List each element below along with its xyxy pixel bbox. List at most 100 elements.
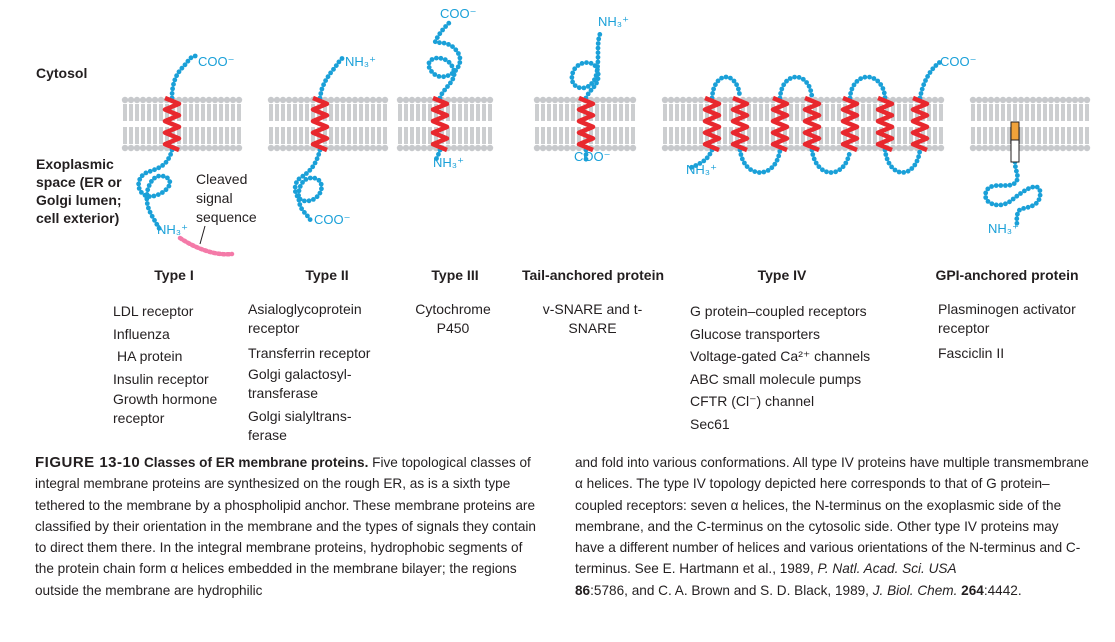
type2-n-terminus: NH₃⁺ — [345, 54, 376, 69]
example-item: Transferrin receptor — [248, 345, 371, 361]
residue-bead — [321, 82, 326, 88]
residue-bead — [318, 181, 324, 187]
lipid-head — [1083, 144, 1091, 152]
lipid-head — [363, 96, 371, 104]
lipid-head — [205, 96, 213, 104]
lipid-head — [721, 96, 729, 104]
example-item: Voltage-gated Ca²⁺ channels — [690, 348, 871, 364]
residue-bead — [916, 154, 921, 160]
residue-bead — [317, 190, 323, 196]
type-title: Type I — [154, 267, 194, 283]
residue-bead — [880, 86, 886, 91]
lipid-head — [1071, 96, 1079, 104]
residue-bead — [765, 168, 771, 173]
lipid-head — [1023, 96, 1031, 104]
residue-bead — [769, 165, 775, 171]
residue-bead — [165, 175, 170, 181]
residue-bead — [446, 42, 451, 47]
lipid-head — [1059, 144, 1067, 152]
alpha-helix — [802, 95, 822, 153]
lipid-head — [217, 96, 225, 104]
lipid-head — [1011, 96, 1019, 104]
residue-bead — [867, 74, 872, 80]
residue-bead — [595, 59, 601, 65]
residue-bead — [312, 160, 318, 166]
membrane-bilayer — [969, 96, 1091, 152]
residue-bead — [579, 61, 585, 66]
lipid-head — [297, 144, 305, 152]
residue-bead — [933, 63, 939, 68]
figure-caption-left: FIGURE 13-10 Classes of ER membrane prot… — [35, 452, 540, 601]
residue-bead — [918, 91, 924, 96]
residue-bead — [163, 159, 169, 165]
lipid-head — [895, 96, 903, 104]
lipid-head — [279, 144, 287, 152]
residue-bead — [588, 60, 594, 66]
residue-bead — [840, 164, 846, 170]
residue-bead — [168, 152, 174, 157]
residue-bead — [160, 163, 166, 168]
lipid-head — [456, 96, 464, 104]
lipid-head — [327, 144, 335, 152]
residue-bead — [800, 76, 806, 82]
lipid-head — [727, 96, 735, 104]
residue-bead — [752, 169, 758, 175]
lipid-head — [157, 96, 165, 104]
lipid-head — [987, 144, 995, 152]
lipid-head — [757, 96, 765, 104]
lipid-head — [456, 144, 464, 152]
type1-examples: LDL receptor Influenza HA protein Insuli… — [113, 300, 238, 428]
residue-bead — [160, 190, 165, 195]
residue-bead — [182, 62, 188, 68]
lipid-head — [569, 96, 577, 104]
residue-bead — [595, 54, 601, 60]
residue-bead — [432, 39, 438, 45]
residue-bead — [426, 65, 432, 70]
residue-bead — [701, 158, 707, 164]
lipid-head — [539, 96, 547, 104]
residue-bead — [930, 66, 936, 72]
lipid-head — [1029, 96, 1037, 104]
lipid-head — [871, 144, 879, 152]
residue-bead — [1015, 173, 1020, 178]
lipid-head — [901, 96, 909, 104]
residue-bead — [737, 91, 742, 96]
lipid-head — [593, 144, 601, 152]
residue-bead — [1014, 168, 1019, 174]
figure-number: FIGURE 13-10 — [35, 454, 141, 471]
lipid-head — [285, 144, 293, 152]
residue-bead — [738, 152, 744, 157]
lipid-head — [381, 144, 389, 152]
residue-bead — [434, 35, 440, 40]
lipid-head — [763, 144, 771, 152]
lipid-head — [223, 144, 231, 152]
residue-bead — [998, 183, 1004, 188]
residue-bead — [772, 161, 778, 167]
residue-bead — [1026, 186, 1031, 192]
residue-bead — [434, 55, 439, 61]
lipid-head — [757, 144, 765, 152]
lipid-head — [402, 144, 410, 152]
residue-bead — [584, 60, 589, 65]
residue-bead — [299, 206, 304, 212]
lipid-head — [629, 96, 637, 104]
lipid-head — [187, 96, 195, 104]
lipid-head — [450, 96, 458, 104]
lipid-head — [999, 96, 1007, 104]
lipid-head — [157, 144, 165, 152]
type4-examples: G protein–coupled receptors Glucose tran… — [690, 300, 870, 435]
lipid-head — [480, 96, 488, 104]
lipid-head — [551, 96, 559, 104]
residue-bead — [174, 73, 180, 79]
lipid-head — [569, 144, 577, 152]
residue-bead — [697, 161, 703, 166]
residue-bead — [146, 183, 152, 188]
lipid-head — [835, 96, 843, 104]
residue-bead — [170, 86, 176, 92]
lipid-head — [859, 96, 867, 104]
lipid-head — [829, 144, 837, 152]
lipid-head — [279, 96, 287, 104]
residue-bead — [450, 44, 455, 49]
residue-bead — [993, 202, 999, 208]
lipid-head — [679, 144, 687, 152]
